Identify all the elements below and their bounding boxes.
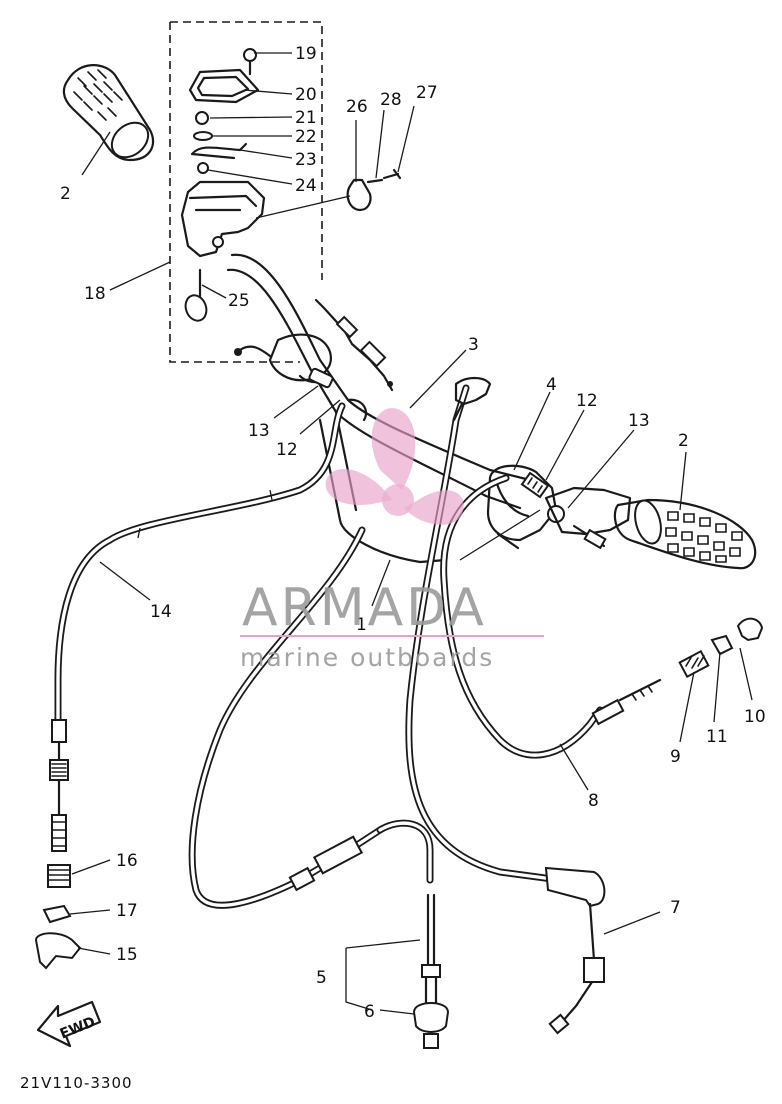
label-18: 18 bbox=[84, 284, 106, 304]
label-14: 14 bbox=[150, 602, 172, 622]
label-8: 8 bbox=[588, 791, 599, 811]
bolt-25 bbox=[184, 268, 208, 322]
holder-15 bbox=[34, 932, 82, 970]
fwd-label: FWD bbox=[58, 1014, 98, 1043]
screw-28 bbox=[366, 178, 384, 184]
label-3: 3 bbox=[468, 335, 479, 355]
screw-19 bbox=[243, 48, 257, 76]
label-12-left: 12 bbox=[276, 440, 298, 460]
label-4: 4 bbox=[546, 375, 557, 395]
label-2-right: 2 bbox=[678, 431, 689, 451]
spring-16 bbox=[47, 864, 71, 888]
pin-11 bbox=[710, 634, 734, 656]
label-22: 22 bbox=[295, 127, 317, 147]
leader-lines bbox=[69, 52, 753, 1015]
label-19: 19 bbox=[295, 44, 317, 64]
label-20: 20 bbox=[295, 85, 317, 105]
fwd-arrow: FWD bbox=[36, 1000, 102, 1048]
cable-14 bbox=[54, 402, 346, 724]
label-11: 11 bbox=[706, 727, 728, 747]
label-13-right: 13 bbox=[628, 411, 650, 431]
pin-17 bbox=[42, 904, 72, 924]
label-13-left: 13 bbox=[248, 421, 270, 441]
label-26: 26 bbox=[346, 97, 368, 117]
lever-23 bbox=[190, 142, 248, 160]
label-21: 21 bbox=[295, 108, 317, 128]
cable-adjuster-upper bbox=[314, 298, 394, 392]
label-24: 24 bbox=[295, 176, 317, 196]
washer-22 bbox=[193, 131, 213, 141]
label-10: 9 bbox=[670, 747, 681, 767]
holder-9 bbox=[736, 617, 764, 642]
nut-21 bbox=[195, 111, 209, 125]
label-12-right: 12 bbox=[576, 391, 598, 411]
label-16: 16 bbox=[116, 851, 138, 871]
screw-27 bbox=[382, 168, 402, 180]
adjuster-12-right bbox=[520, 471, 550, 499]
cable-7 bbox=[405, 376, 606, 1035]
watermark-brand: ARMADA bbox=[242, 578, 487, 638]
throttle-housing bbox=[180, 180, 266, 258]
label-15: 15 bbox=[116, 945, 138, 965]
watermark: ARMADA marine outboards bbox=[240, 408, 544, 672]
clamp-26 bbox=[346, 178, 372, 212]
watermark-logo-icon bbox=[325, 408, 464, 525]
assembly-box-outline bbox=[169, 21, 323, 363]
label-23: 23 bbox=[295, 150, 317, 170]
label-6: 6 bbox=[364, 1002, 375, 1022]
label-25: 25 bbox=[228, 291, 250, 311]
right-grip bbox=[613, 498, 757, 570]
watermark-tagline: marine outboards bbox=[240, 643, 494, 672]
part-labels: 19 20 21 22 23 24 25 26 27 28 2 18 3 13 … bbox=[60, 44, 766, 1022]
cable-5-6 bbox=[188, 526, 450, 1049]
handlebar bbox=[226, 253, 532, 564]
label-5: 5 bbox=[316, 968, 327, 988]
label-27: 27 bbox=[416, 83, 438, 103]
label-17: 17 bbox=[116, 901, 138, 921]
spring-10 bbox=[678, 649, 710, 679]
diagram-code: 21V110-3300 bbox=[20, 1074, 133, 1092]
label-9: 10 bbox=[744, 707, 766, 727]
label-1: 1 bbox=[356, 615, 367, 635]
left-switch-assembly bbox=[234, 333, 334, 389]
left-grip bbox=[62, 64, 155, 162]
spring-24 bbox=[197, 162, 209, 174]
cover-20 bbox=[188, 68, 260, 104]
label-2-left: 2 bbox=[60, 184, 71, 204]
label-28: 28 bbox=[380, 90, 402, 110]
cable-14-end-fittings bbox=[49, 719, 69, 852]
label-7: 7 bbox=[670, 898, 681, 918]
